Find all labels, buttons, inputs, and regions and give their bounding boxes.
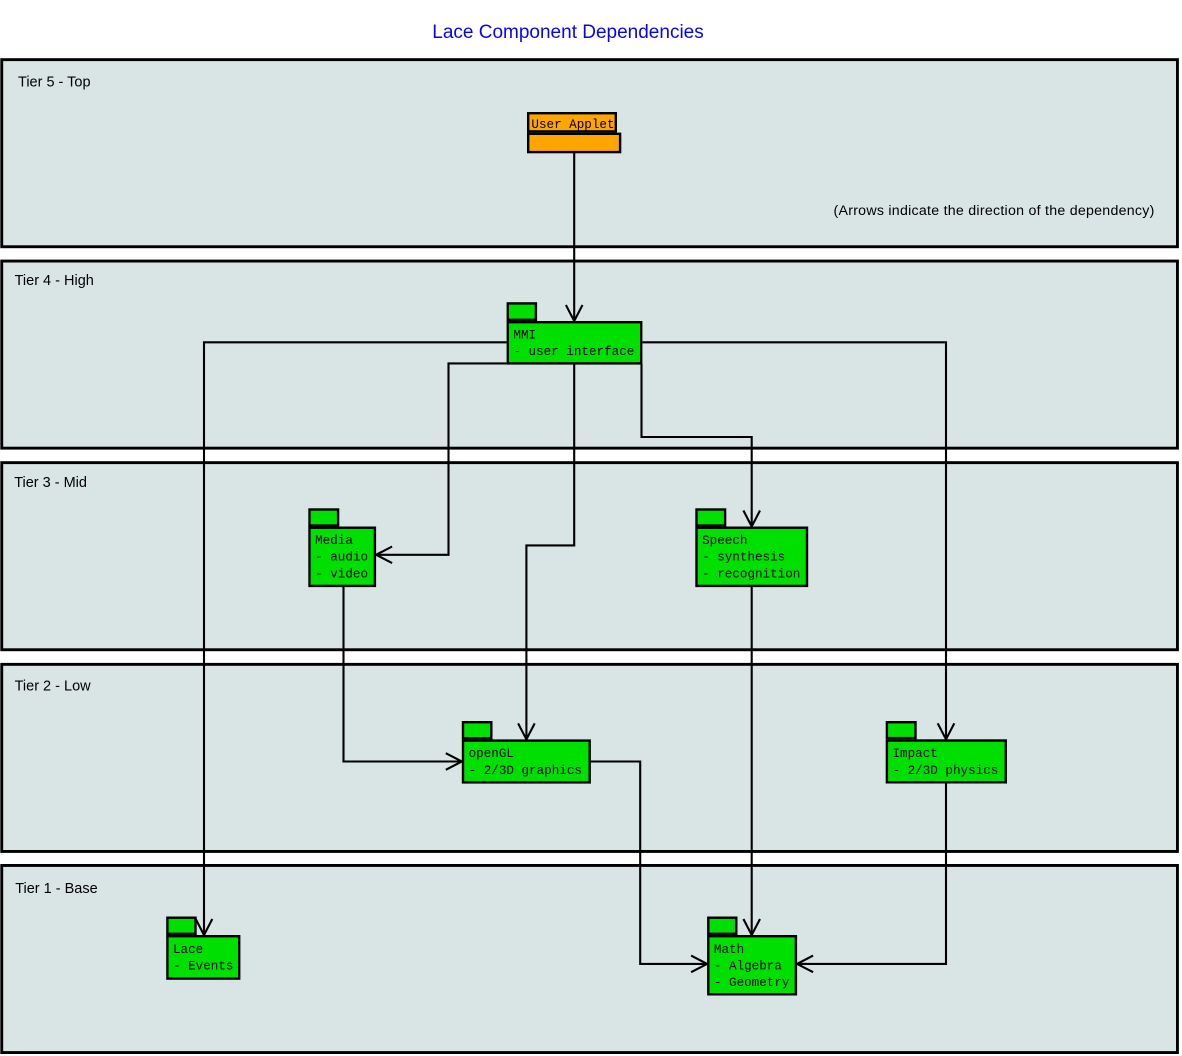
svg-text:- Geometry: - Geometry xyxy=(714,976,790,990)
svg-text:- user interface: - user interface xyxy=(513,345,634,359)
svg-text:Tier 4 - High: Tier 4 - High xyxy=(15,273,94,289)
svg-text:Tier 1 - Base: Tier 1 - Base xyxy=(15,881,97,897)
svg-text:Math: Math xyxy=(714,943,744,957)
svg-text:- 2/3D physics: - 2/3D physics xyxy=(893,764,999,778)
svg-text:- audio: - audio xyxy=(315,551,368,565)
svg-text:User Applet: User Applet xyxy=(531,118,614,132)
svg-text:- Algebra: - Algebra xyxy=(714,959,782,973)
svg-text:(Arrows indicate the direction: (Arrows indicate the direction of the de… xyxy=(834,203,1155,219)
svg-text:- video: - video xyxy=(315,567,368,581)
svg-text:Tier 2 - Low: Tier 2 - Low xyxy=(15,678,92,694)
svg-text:Tier 5 - Top: Tier 5 - Top xyxy=(18,75,91,91)
svg-text:Speech: Speech xyxy=(702,534,747,548)
svg-text:MMI: MMI xyxy=(513,329,536,343)
svg-text:Tier 3 - Mid: Tier 3 - Mid xyxy=(14,475,87,491)
svg-text:openGL: openGL xyxy=(469,747,514,761)
svg-text:Lace Component Dependencies: Lace Component Dependencies xyxy=(432,22,703,43)
svg-text:- synthesis: - synthesis xyxy=(702,551,785,565)
svg-text:Impact: Impact xyxy=(893,747,938,761)
svg-text:- Events: - Events xyxy=(173,959,233,973)
svg-text:Media: Media xyxy=(315,534,353,548)
svg-text:- 2/3D graphics: - 2/3D graphics xyxy=(469,764,582,778)
svg-text:Lace: Lace xyxy=(173,943,203,957)
svg-text:- recognition: - recognition xyxy=(702,567,800,581)
